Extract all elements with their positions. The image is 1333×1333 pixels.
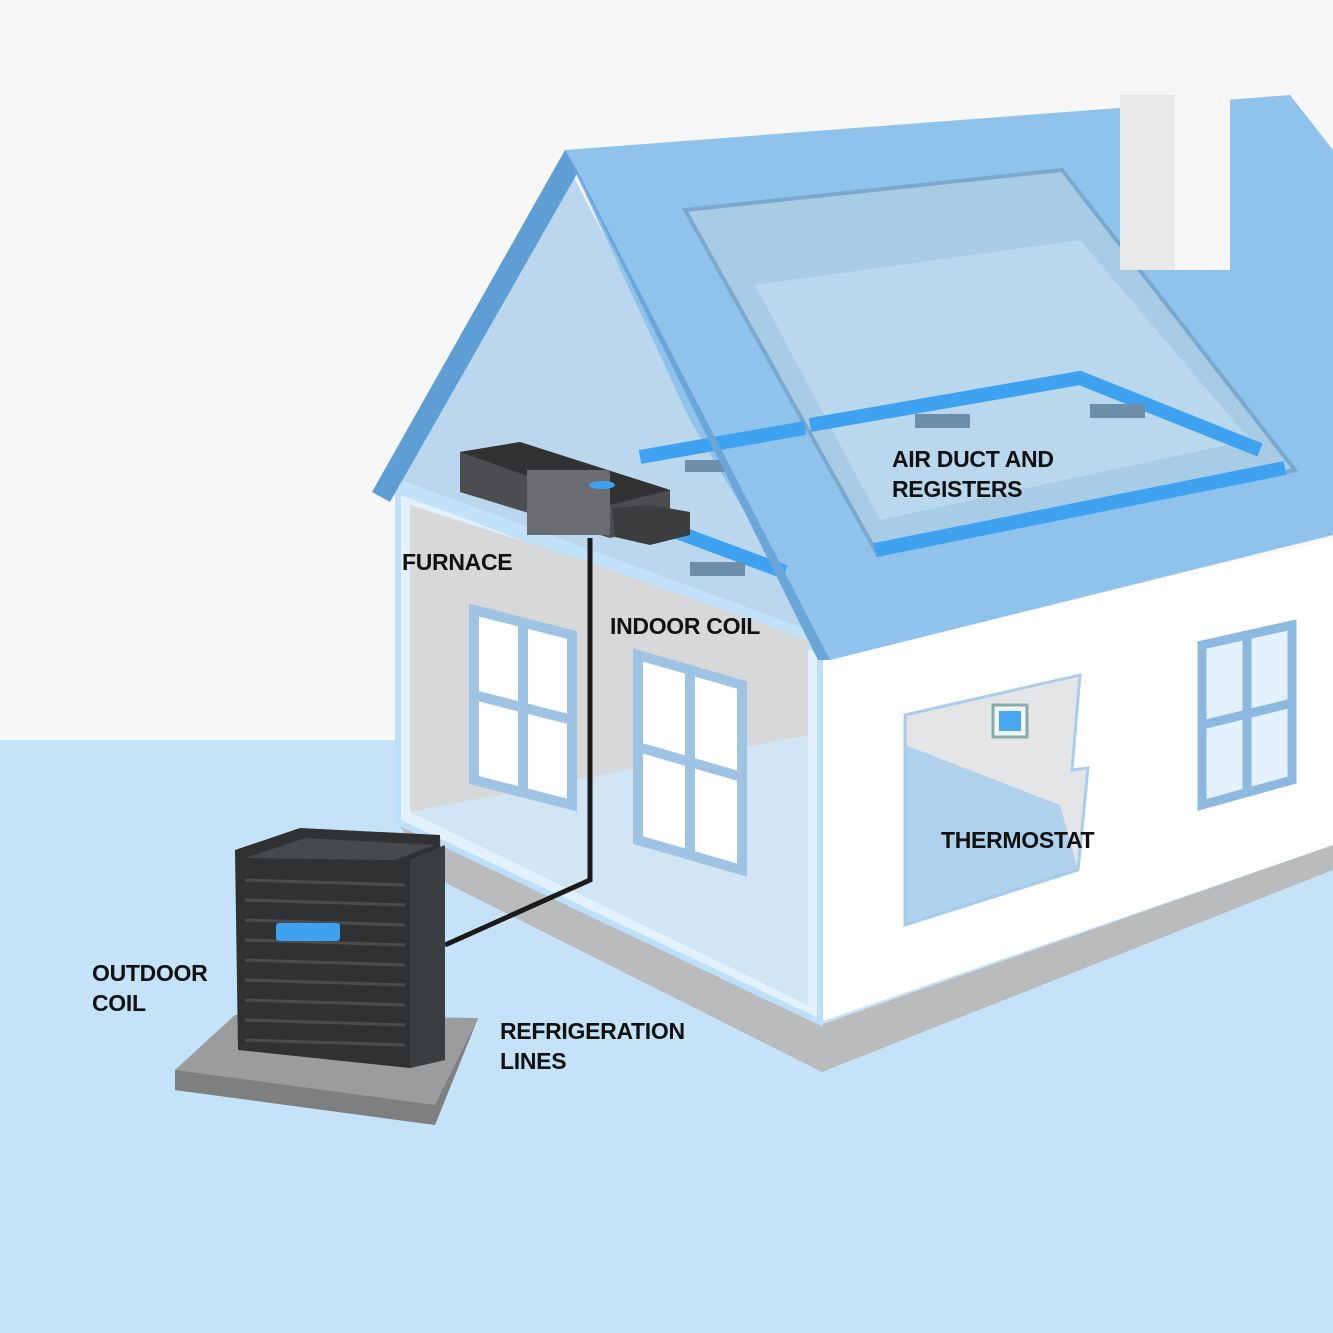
outdoor-coil-label: OUTDOOR COIL — [92, 960, 208, 1016]
gable-edge-right — [565, 150, 830, 660]
registers — [685, 404, 1145, 576]
right-window — [1197, 619, 1297, 811]
chimney — [1120, 95, 1230, 270]
refrigeration-lines-label: REFRIGERATION LINES — [500, 1018, 685, 1074]
ceiling-floor — [400, 480, 808, 640]
thermostat-label: THERMOSTAT — [941, 827, 1095, 853]
furnace — [460, 442, 690, 545]
house-shadow — [395, 820, 1333, 1072]
middle-window — [633, 648, 747, 877]
outdoor-unit — [175, 828, 478, 1125]
indoor-coil — [612, 505, 690, 545]
furnace-label: FURNACE — [402, 549, 513, 575]
attic-interior — [755, 240, 1250, 520]
indoor-coil-label: INDOOR COIL — [610, 613, 761, 639]
brand-badge — [276, 923, 340, 941]
refrigeration-lines — [443, 538, 593, 948]
gable-edge — [372, 150, 578, 502]
thermostat-floor — [905, 745, 1078, 925]
attic-gable — [400, 160, 808, 630]
air-duct-label: AIR DUCT AND REGISTERS — [892, 446, 1054, 502]
left-window — [469, 603, 577, 812]
